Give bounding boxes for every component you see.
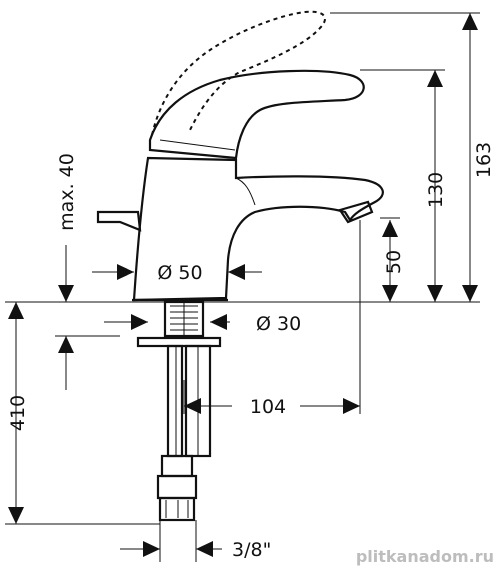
- dim-163: 163: [462, 13, 495, 302]
- popup-rod: [96, 210, 142, 232]
- underdeck-assembly: [136, 300, 222, 522]
- dim-thread-label: 3/8": [232, 539, 271, 561]
- dim-thread: 3/8": [120, 539, 271, 561]
- dim-max-40-label: max. 40: [56, 153, 78, 231]
- dim-130: 130: [425, 70, 447, 302]
- lever-raised-position: [151, 10, 326, 136]
- dim-dia-50-label: Ø 50: [157, 262, 202, 284]
- spout-aerator: [338, 200, 374, 224]
- dim-dia-50: Ø 50: [92, 262, 262, 284]
- dim-104: 104: [184, 396, 360, 418]
- dim-163-label: 163: [473, 142, 495, 178]
- dim-104-label: 104: [250, 396, 286, 418]
- dim-50: 50: [382, 220, 405, 302]
- dim-dia-30: Ø 30: [104, 313, 301, 335]
- dim-130-label: 130: [425, 172, 447, 208]
- watermark: plitkanadom.ru: [356, 547, 494, 566]
- dim-410-label: 410: [7, 395, 29, 431]
- extension-lines: [5, 12, 480, 562]
- dim-50-label: 50: [383, 250, 405, 274]
- faucet-body: [132, 156, 384, 302]
- dim-max-40: max. 40: [56, 153, 78, 390]
- dim-410: 410: [7, 302, 29, 524]
- dim-dia-30-label: Ø 30: [256, 313, 301, 335]
- lever-handle: [148, 69, 365, 160]
- faucet-outline: [96, 10, 384, 302]
